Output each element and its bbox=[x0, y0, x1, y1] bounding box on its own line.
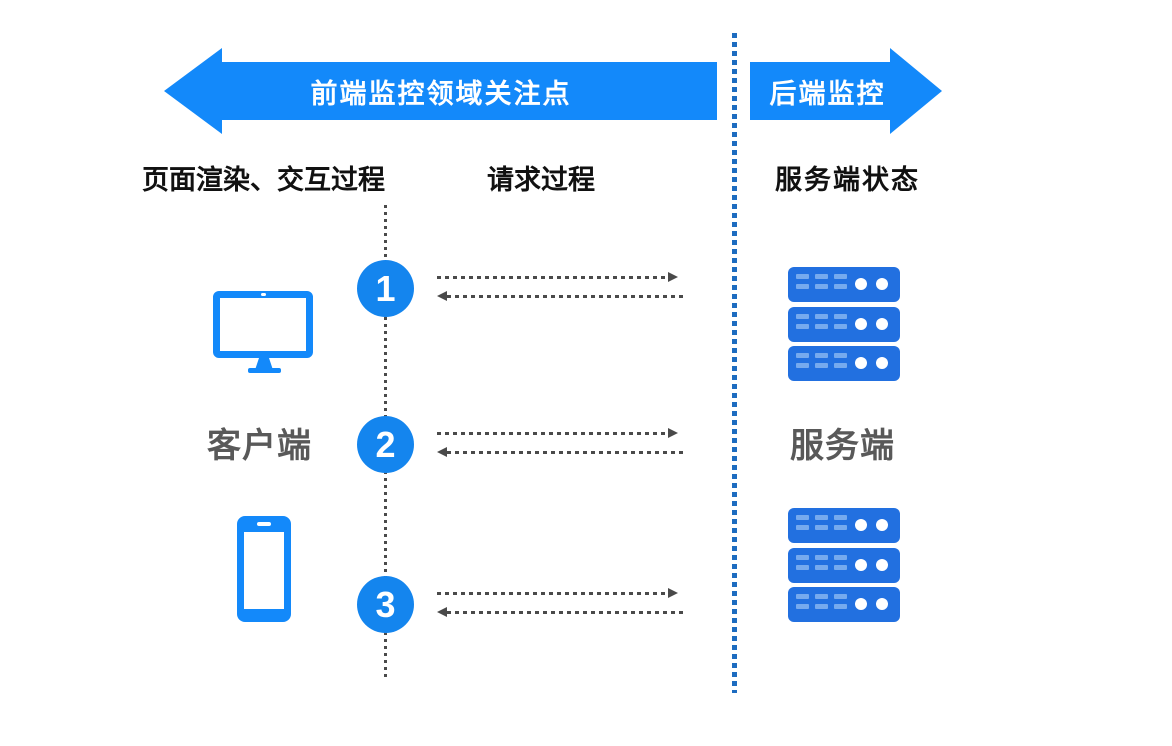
response-arrow-1 bbox=[447, 295, 683, 298]
request-arrowhead-icon bbox=[668, 588, 678, 598]
step-number: 3 bbox=[375, 583, 396, 625]
backend-scope-arrow bbox=[750, 62, 890, 120]
server-label: 服务端 bbox=[790, 427, 895, 465]
server-light bbox=[876, 519, 888, 531]
step-circle-1: 1 bbox=[357, 260, 414, 317]
server-light bbox=[855, 357, 867, 369]
server-vents bbox=[796, 594, 847, 609]
desktop-monitor-icon bbox=[213, 291, 313, 373]
server-light bbox=[876, 278, 888, 290]
request-arrow-2 bbox=[437, 432, 668, 435]
server-light bbox=[876, 317, 888, 330]
monitor-stand bbox=[255, 358, 273, 370]
server-unit bbox=[788, 547, 900, 583]
server-light bbox=[855, 317, 867, 330]
step-circle-2: 2 bbox=[357, 416, 414, 473]
column-label-request: 请求过程 bbox=[487, 165, 595, 195]
request-arrowhead-icon bbox=[668, 428, 678, 438]
server-vents bbox=[796, 274, 847, 289]
server-vents bbox=[796, 515, 847, 530]
server-light bbox=[855, 278, 867, 290]
frontend-scope-label: 前端监控领域关注点 bbox=[310, 78, 572, 109]
server-unit bbox=[788, 508, 900, 543]
frontend-scope-arrow bbox=[221, 62, 717, 120]
response-arrow-2 bbox=[447, 451, 683, 454]
server-vents bbox=[796, 554, 847, 570]
step-number: 2 bbox=[375, 423, 396, 465]
server-light bbox=[855, 519, 867, 531]
column-label-page-render: 页面渲染、交互过程 bbox=[142, 165, 385, 195]
step-number: 1 bbox=[375, 267, 396, 309]
request-arrowhead-icon bbox=[668, 272, 678, 282]
monitor-base bbox=[248, 368, 281, 373]
backend-scope-label: 后端监控 bbox=[769, 78, 886, 109]
server-light bbox=[855, 598, 867, 610]
smartphone-icon bbox=[237, 516, 291, 622]
column-label-server-status: 服务端状态 bbox=[775, 165, 920, 195]
server-stack-icon bbox=[788, 267, 900, 381]
backend-arrow-head-icon bbox=[890, 48, 942, 134]
server-light bbox=[876, 598, 888, 610]
frontend-arrow-head-icon bbox=[164, 48, 222, 134]
response-arrowhead-icon bbox=[437, 291, 447, 301]
server-vents bbox=[796, 353, 847, 368]
server-unit bbox=[788, 346, 900, 381]
phone-speaker bbox=[257, 522, 271, 526]
server-unit bbox=[788, 306, 900, 342]
monitor-screen bbox=[213, 291, 313, 358]
step-circle-3: 3 bbox=[357, 576, 414, 633]
client-label: 客户端 bbox=[207, 427, 312, 465]
server-stack-icon bbox=[788, 508, 900, 622]
request-arrow-1 bbox=[437, 276, 668, 279]
response-arrowhead-icon bbox=[437, 607, 447, 617]
response-arrowhead-icon bbox=[437, 447, 447, 457]
server-unit bbox=[788, 587, 900, 622]
server-light bbox=[855, 558, 867, 571]
frontend-backend-divider-line bbox=[732, 33, 737, 693]
phone-screen bbox=[244, 532, 284, 609]
monitor-camera-dot bbox=[261, 293, 266, 296]
response-arrow-3 bbox=[447, 611, 683, 614]
server-unit bbox=[788, 267, 900, 302]
server-light bbox=[876, 357, 888, 369]
server-light bbox=[876, 558, 888, 571]
request-arrow-3 bbox=[437, 592, 668, 595]
server-vents bbox=[796, 313, 847, 329]
